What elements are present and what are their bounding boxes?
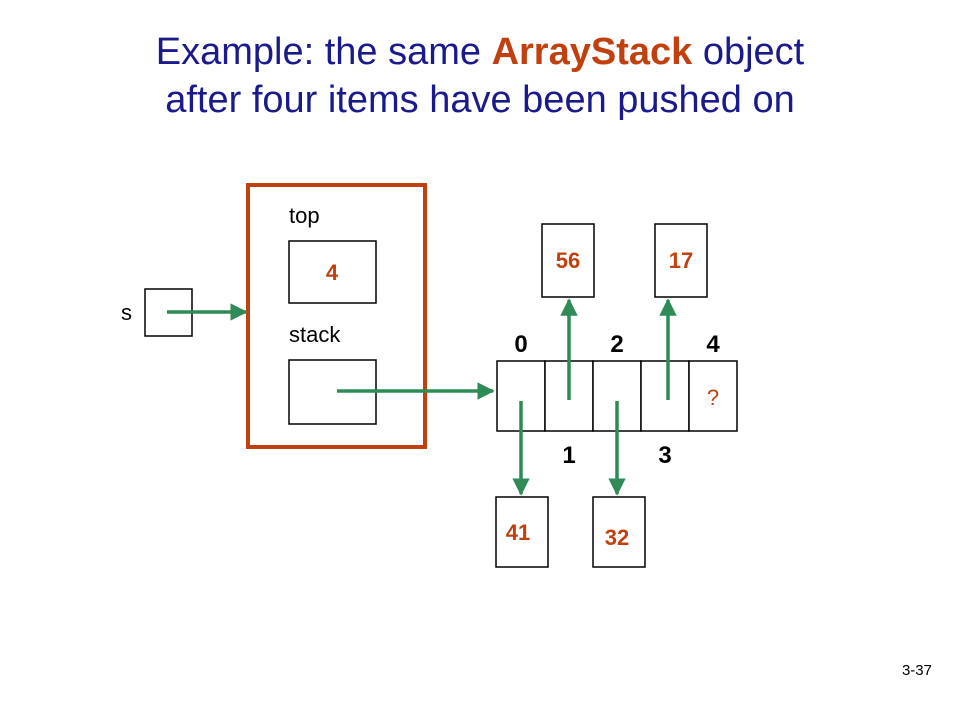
index-label-0: 0 — [514, 331, 527, 358]
item-box-32 — [592, 496, 646, 568]
arraystack-object-border — [246, 183, 427, 449]
item-box-17 — [654, 223, 708, 298]
item-value-56: 56 — [556, 248, 580, 273]
item-value-41: 41 — [506, 520, 530, 545]
title-line-2: after four items have been pushed on — [165, 79, 795, 121]
array-cell-4 — [688, 360, 738, 432]
unused-cell-marker: ? — [707, 385, 719, 410]
index-label-1: 1 — [562, 442, 575, 469]
item-value-32: 32 — [605, 525, 629, 550]
title-text-post: object — [692, 31, 805, 73]
stack-field-label: stack — [289, 322, 341, 347]
array — [496, 360, 738, 432]
title-highlight: ArrayStack — [491, 31, 693, 73]
title-text-pre: Example: the same — [155, 31, 492, 73]
slide-number: 3-37 — [901, 662, 932, 679]
variable-s-label: s — [121, 300, 132, 325]
index-label-2: 2 — [610, 331, 623, 358]
array-cell-3 — [640, 360, 690, 432]
top-field-box — [288, 240, 377, 304]
index-label-4: 4 — [706, 331, 720, 358]
index-label-3: 3 — [658, 442, 671, 469]
item-box-41 — [495, 496, 549, 568]
top-field-value: 4 — [326, 260, 339, 285]
slide-title: Example: the same ArrayStack object afte… — [0, 28, 960, 124]
title-line-1: Example: the same ArrayStack object — [0, 28, 960, 76]
item-box-56 — [541, 223, 595, 298]
top-field-label: top — [289, 203, 320, 228]
item-value-17: 17 — [669, 248, 693, 273]
